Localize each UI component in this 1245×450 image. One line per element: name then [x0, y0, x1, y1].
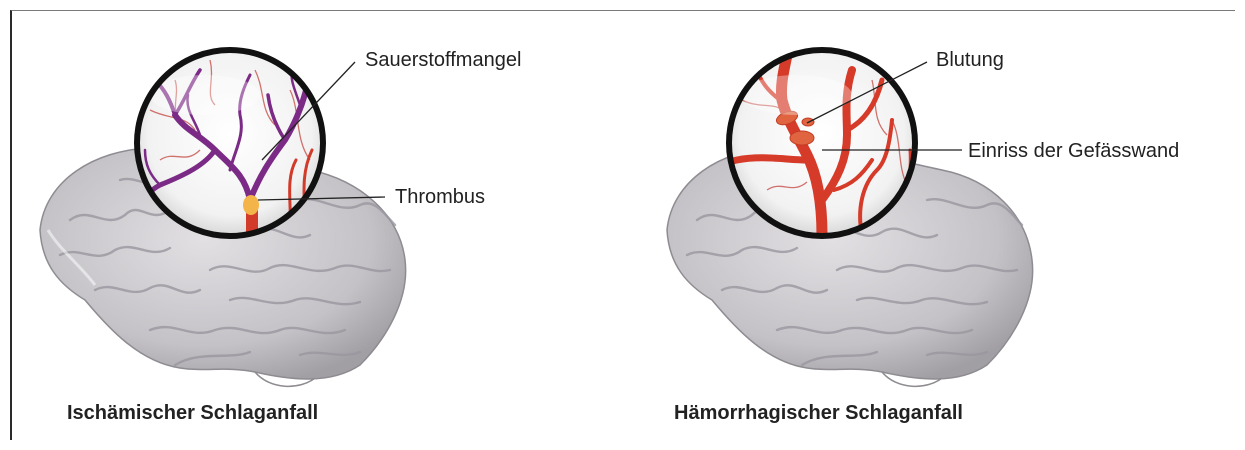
label-sauerstoffmangel: Sauerstoffmangel	[365, 49, 521, 72]
label-einriss-gefaesswand: Einriss der Gefässwand	[968, 140, 1179, 163]
hemorrhagic-title: Hämorrhagischer Schlaganfall	[674, 402, 963, 425]
thrombus-clot	[243, 195, 259, 215]
ischemic-title: Ischämischer Schlaganfall	[67, 402, 318, 425]
magnifier-lens	[137, 50, 323, 236]
hemorrhagic-illustration	[622, 0, 1244, 450]
hemorrhagic-panel: Blutung Einriss der Gefässwand Hämorrhag…	[622, 0, 1244, 450]
label-thrombus: Thrombus	[395, 186, 485, 209]
ischemic-illustration	[0, 0, 622, 450]
ischemic-panel: Sauerstoffmangel Thrombus Ischämischer S…	[0, 0, 622, 450]
label-blutung: Blutung	[936, 49, 1004, 72]
